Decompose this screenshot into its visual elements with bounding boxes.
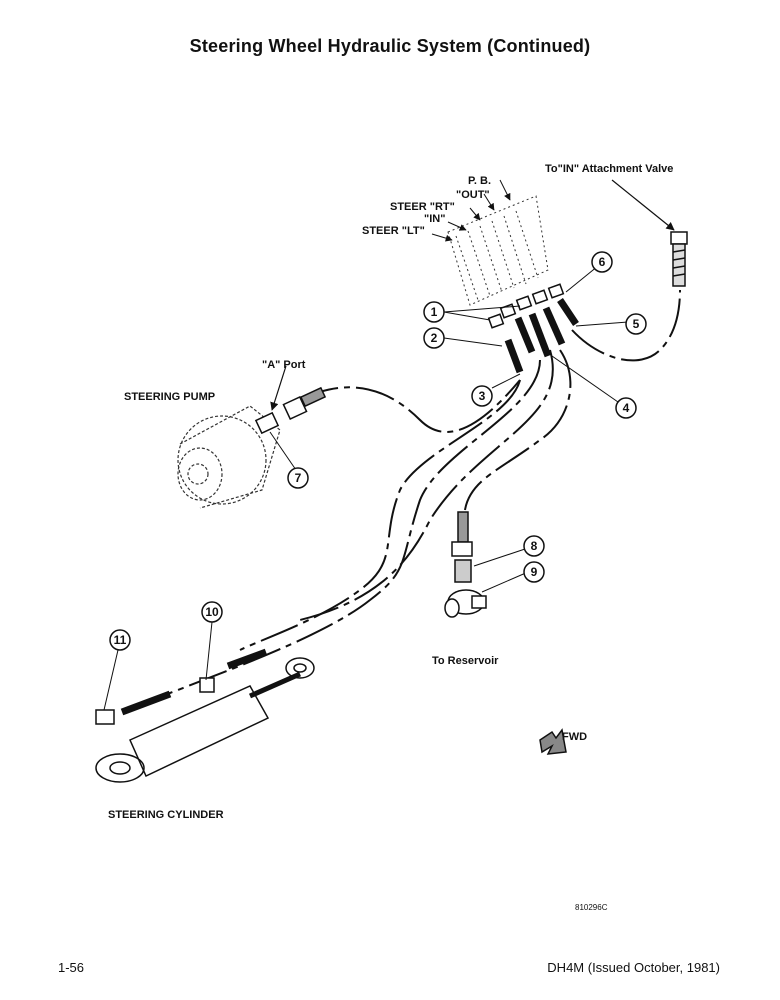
- callout-2-text: 2: [431, 331, 438, 345]
- label-steering-pump: STEERING PUMP: [124, 391, 215, 403]
- label-pb: P. B.: [468, 175, 491, 187]
- label-out: "OUT": [456, 189, 490, 201]
- callout-9-text: 9: [531, 565, 538, 579]
- drawing-number: 810296C: [575, 903, 608, 912]
- label-in: "IN": [424, 213, 445, 225]
- label-steer-lt: STEER "LT": [362, 225, 425, 237]
- a-port-leader: [270, 365, 287, 411]
- cylinder-hose-ends: [120, 648, 268, 716]
- reservoir-fittings: [444, 511, 487, 618]
- callout-1: [423, 301, 445, 323]
- callout-11: [109, 629, 131, 651]
- callout-7: [287, 467, 309, 489]
- label-a-port: "A" Port: [262, 359, 306, 371]
- callout-10: [201, 601, 223, 623]
- callout-6: [591, 251, 613, 273]
- hose-ends: [504, 298, 579, 374]
- pump-fittings: [254, 386, 327, 435]
- callout-2: [423, 327, 445, 349]
- attachment-valve-fitting: [670, 231, 688, 287]
- callout-leaders: [103, 265, 629, 711]
- port-label-leaders: [431, 179, 511, 242]
- page-title: Steering Wheel Hydraulic System (Continu…: [189, 36, 591, 56]
- page-number: 1-56: [58, 960, 85, 975]
- callout-3: [471, 385, 493, 407]
- callout-4: [615, 397, 637, 419]
- document-reference: DH4M (Issued October, 1981): [547, 960, 720, 975]
- callout-9: [523, 561, 545, 583]
- callout-1-text: 1: [431, 305, 438, 319]
- callout-3-text: 3: [479, 389, 486, 403]
- valve-block: [447, 195, 549, 306]
- callout-8-text: 8: [531, 539, 538, 553]
- label-to-in-attachment-valve: To"IN" Attachment Valve: [545, 163, 673, 175]
- label-to-reservoir: To Reservoir: [432, 655, 499, 667]
- label-steer-rt: STEER "RT": [390, 201, 455, 213]
- attachment-leader: [611, 179, 675, 231]
- hoses: [139, 289, 681, 706]
- steering-pump: [177, 405, 281, 509]
- callouts: [109, 251, 647, 651]
- callout-7-text: 7: [295, 471, 302, 485]
- callout-6-text: 6: [599, 255, 606, 269]
- callout-4-text: 4: [623, 401, 630, 415]
- callout-5: [625, 313, 647, 335]
- steering-cylinder: [95, 657, 315, 783]
- cylinder-fittings: [95, 677, 215, 725]
- callout-11-text: 11: [114, 633, 127, 647]
- label-steering-cylinder: STEERING CYLINDER: [108, 809, 224, 821]
- label-fwd: FWD: [562, 731, 587, 743]
- callout-5-text: 5: [633, 317, 640, 331]
- fwd-arrow: [539, 728, 567, 755]
- callout-10-text: 10: [205, 605, 219, 619]
- callout-8: [523, 535, 545, 557]
